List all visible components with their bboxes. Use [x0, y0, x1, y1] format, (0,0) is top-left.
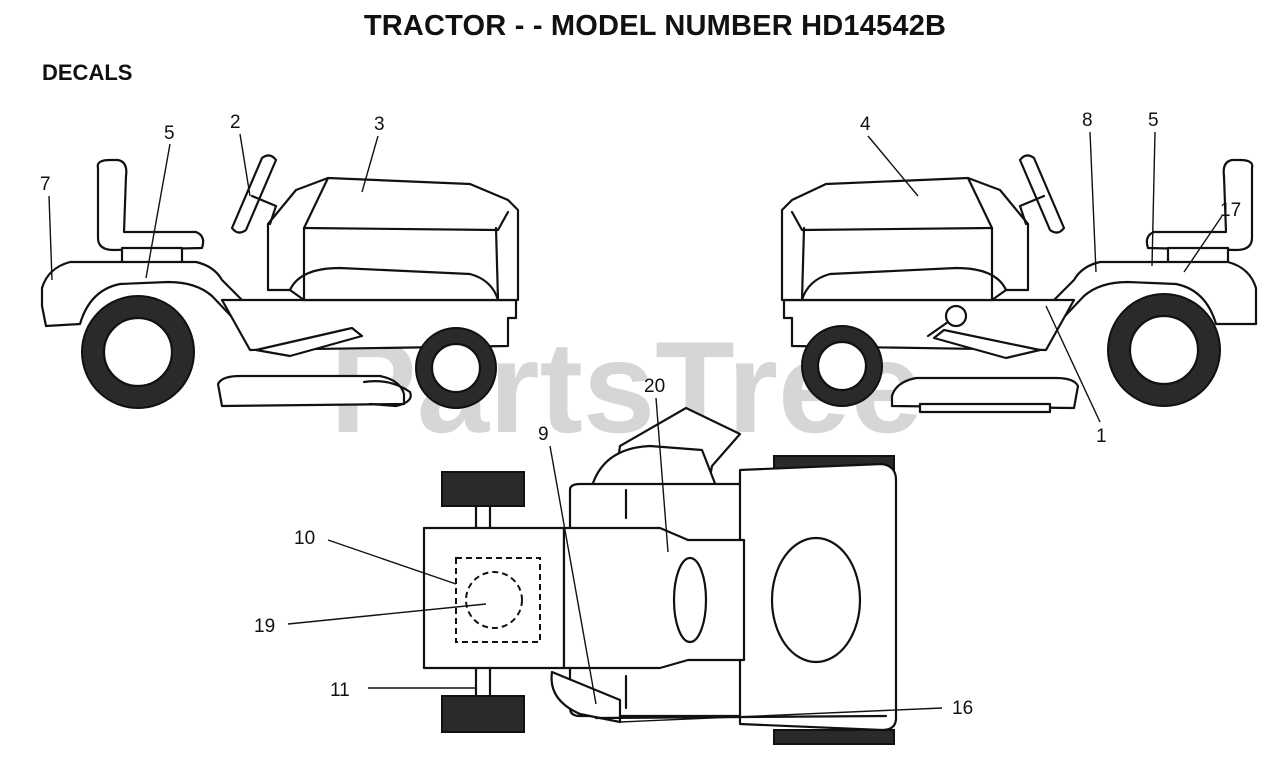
callout-3: 3	[374, 114, 385, 135]
callout-11: 11	[330, 680, 350, 701]
tractor-top-view	[422, 406, 898, 745]
leader-lines	[48, 131, 1223, 723]
callout-2: 2	[230, 112, 241, 133]
callout-1: 1	[1096, 426, 1107, 447]
tractor-left-side-view	[40, 154, 520, 409]
callout-9: 9	[538, 424, 549, 445]
callout-17: 17	[1220, 200, 1241, 221]
callout-20: 20	[644, 376, 665, 397]
page-title: TRACTOR - - MODEL NUMBER HD14542B	[363, 10, 947, 42]
callout-5-right: 5	[1148, 110, 1159, 131]
callout-4: 4	[860, 114, 871, 135]
section-title: DECALS	[42, 60, 133, 85]
callout-10: 10	[294, 528, 315, 549]
callout-5-left: 5	[164, 123, 175, 144]
callout-7: 7	[40, 174, 51, 195]
callout-16: 16	[952, 698, 973, 719]
callout-19: 19	[254, 616, 275, 637]
callout-labels: 7 5 2 3 4 8 5 17 1 20 9 10 19 11 16	[40, 110, 1241, 719]
tractor-right-side-view	[780, 154, 1258, 414]
callout-8: 8	[1082, 110, 1093, 131]
